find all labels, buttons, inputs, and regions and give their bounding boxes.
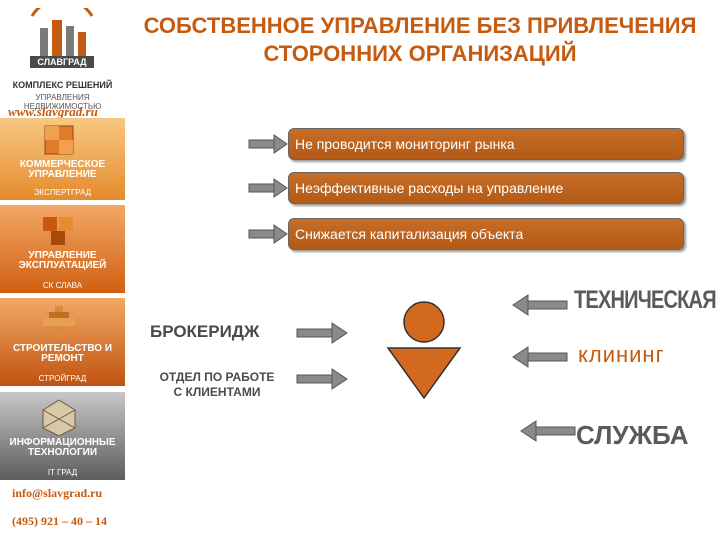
sidebar-tile-commercial[interactable]: КОММЕРЧЕСКОЕ УПРАВЛЕНИЕ ЭКСПЕРТГРАД: [0, 118, 125, 200]
arrow-right-icon: [296, 322, 348, 344]
technical-label: ТЕХНИЧЕСКАЯ: [574, 286, 717, 314]
client-dept-line-2: С КЛИЕНТАМИ: [173, 385, 261, 399]
arrow-left-icon: [512, 346, 568, 368]
wooden-knot-icon: [43, 306, 75, 338]
sidebar-tile-operations[interactable]: УПРАВЛЕНИЕ ЭКСПЛУАТАЦИЕЙ СК СЛАВА: [0, 205, 125, 293]
tile-title: УПРАВЛЕНИЕ ЭКСПЛУАТАЦИЕЙ: [18, 250, 107, 271]
sidebar-tile-it[interactable]: ИНФОРМАЦИОННЫЕ ТЕХНОЛОГИИ IT ГРАД: [0, 392, 125, 480]
tile-title: ИНФОРМАЦИОННЫЕ ТЕХНОЛОГИИ: [9, 437, 116, 458]
client-dept-line-1: ОТДЕЛ ПО РАБОТЕ: [159, 370, 275, 384]
arrow-left-icon: [512, 294, 568, 316]
contact-email[interactable]: info@slavgrad.ru: [12, 486, 103, 500]
tile-subtitle: ЭКСПЕРТГРАД: [33, 188, 92, 197]
company-logo-icon: СЛАВГРАД: [30, 8, 94, 68]
problem-item: Снижается капитализация объекта: [288, 218, 684, 250]
problem-item: Не проводится мониторинг рынка: [288, 128, 684, 160]
sidebar-tile-construction[interactable]: СТРОИТЕЛЬСТВО И РЕМОНТ СТРОЙГРАД: [0, 298, 125, 386]
person-figure-icon: [386, 301, 462, 400]
contact-phone[interactable]: (495) 921 – 40 – 14: [12, 514, 107, 528]
client-dept-label: ОТДЕЛ ПО РАБОТЕ С КЛИЕНТАМИ: [146, 370, 288, 400]
wicker-cube-icon: [42, 399, 76, 436]
tile-title: КОММЕРЧЕСКОЕ УПРАВЛЕНИЕ: [19, 159, 106, 180]
arrow-left-icon: [520, 420, 576, 442]
website-link[interactable]: www.slavgrad.ru: [8, 104, 98, 119]
logo-subtitle-1: КОМПЛЕКС РЕШЕНИЙ: [12, 80, 113, 90]
tile-subtitle: IT ГРАД: [47, 468, 78, 477]
logo-name: СЛАВГРАД: [37, 57, 87, 67]
cleaning-label: клининг: [578, 342, 665, 367]
problem-item: Неэффективные расходы на управление: [288, 172, 684, 204]
sidebar: СЛАВГРАД КОМПЛЕКС РЕШЕНИЙ УПРАВЛЕНИЯ НЕД…: [0, 0, 125, 540]
arrow-right-icon: [248, 134, 288, 154]
logo-subtitle-2: УПРАВЛЕНИЯ НЕДВИЖИМОСТЬЮ: [23, 93, 102, 111]
tile-subtitle: СК СЛАВА: [42, 281, 83, 290]
puzzle-cube-icon: [44, 125, 74, 155]
arrow-right-icon: [248, 178, 288, 198]
puzzle-blocks-icon: [43, 217, 73, 245]
service-label: СЛУЖБА: [576, 420, 689, 450]
brokerage-label: БРОКЕРИДЖ: [150, 322, 260, 341]
page-title: СОБСТВЕННОЕ УПРАВЛЕНИЕ БЕЗ ПРИВЛЕЧЕНИЯ С…: [143, 13, 697, 66]
tile-subtitle: СТРОЙГРАД: [38, 374, 87, 383]
arrow-right-icon: [248, 224, 288, 244]
tile-title: СТРОИТЕЛЬСТВО И РЕМОНТ: [12, 343, 113, 364]
arrow-right-icon: [296, 368, 348, 390]
